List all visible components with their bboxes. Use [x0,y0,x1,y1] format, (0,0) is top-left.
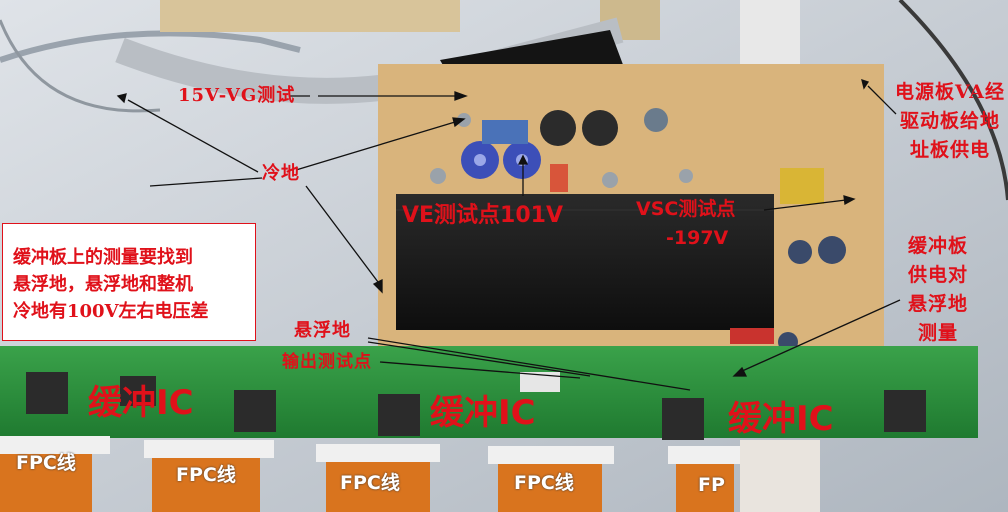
label-floating-ground: 悬浮地 [294,320,351,341]
annotation-arrows [116,79,901,391]
note-line: 悬浮地，悬浮地和整机 [13,274,193,295]
note-line: 冷地有100V左右电压差 [13,301,209,322]
label-fpc: FPC线 [16,452,76,474]
wire-black [898,0,1008,201]
chassis-rib [0,30,301,63]
wire-loop [0,19,161,113]
label-buffer-ic: 缓冲IC [728,399,834,439]
label-buffer-supply: 缓冲板供电对悬浮地测量 [907,235,968,344]
buffer-board [0,346,978,438]
label-ve-test-point: VE测试点101V [402,203,564,228]
label-fpc: FPC线 [340,472,400,494]
note-line: 缓冲板上的测量要找到 [13,247,193,268]
label-buffer-ic: 缓冲IC [88,383,194,423]
label-fpc: FPC线 [176,464,236,486]
label-fpc: FPC线 [514,472,574,494]
label-15v-vg-test: 15V-VG测试 [178,85,296,106]
label-power-board-va: 电源板VA经驱动板给地址板供电 [894,81,1005,161]
label-output-test-point: 输出测试点 [282,352,372,372]
label-buffer-ic: 缓冲IC [430,393,536,433]
measurement-note-box: 缓冲板上的测量要找到 悬浮地，悬浮地和整机 冷地有100V左右电压差 [2,223,256,341]
label-fpc: FP [698,474,725,496]
heatsink [396,194,774,330]
top-board [160,0,460,32]
label-vsc-voltage: -197V [666,227,729,249]
label-cold-ground: 冷地 [262,163,300,184]
label-vsc-test-point: VSC测试点 [636,198,736,220]
